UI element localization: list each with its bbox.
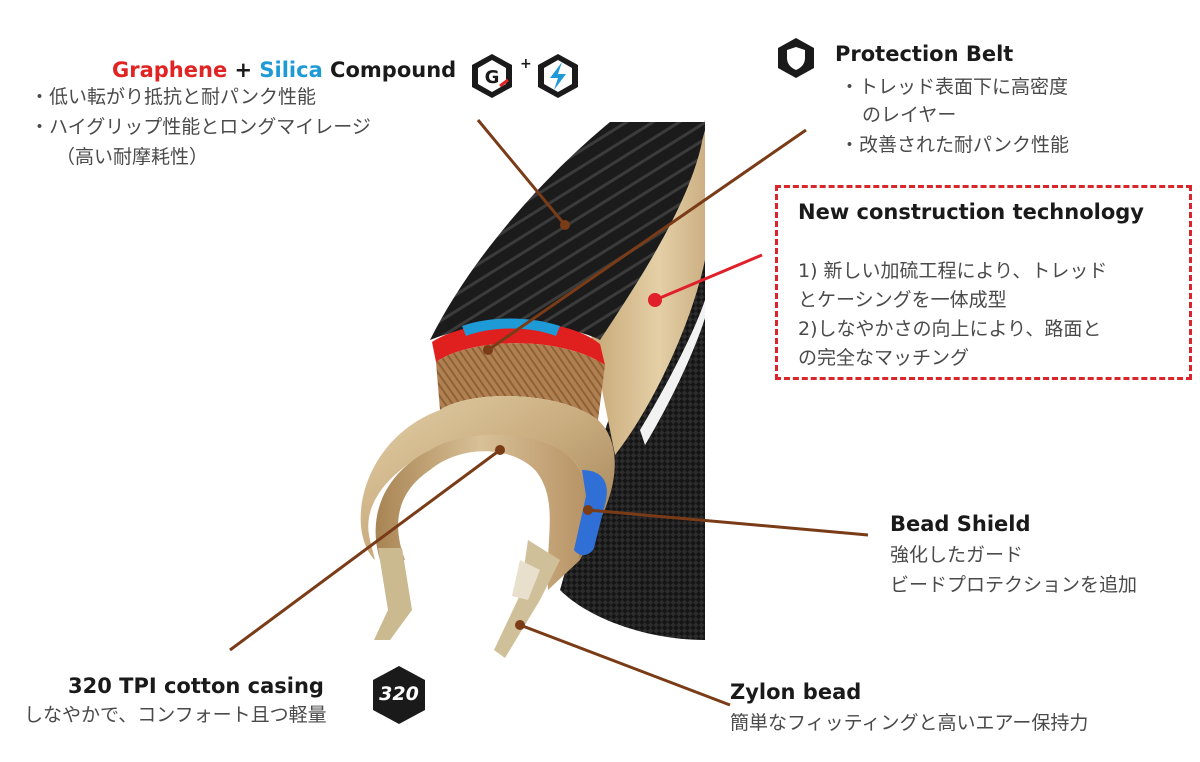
- silica-label: Silica: [259, 58, 323, 82]
- shield-icon: [778, 38, 814, 78]
- casing-title: 320 TPI cotton casing: [68, 674, 324, 698]
- tread: [430, 122, 705, 340]
- dot-new-construction: [648, 293, 662, 307]
- casing-320-badge-icon: [373, 666, 425, 724]
- silica-hexagon-icon: [538, 54, 578, 98]
- compound-line-3: （高い耐摩耗性）: [56, 146, 209, 168]
- bead-shield-line-2: ビードプロテクションを追加: [890, 574, 1138, 596]
- plus-label: +: [227, 58, 260, 82]
- leader-zylon: [519, 623, 731, 707]
- graphene-hexagon-icon: G: [472, 54, 512, 98]
- dot-zylon: [515, 620, 525, 630]
- casing-badge-text: 320: [379, 683, 419, 705]
- protection-belt-line-2: のレイヤー: [862, 104, 957, 126]
- dot-casing: [495, 445, 505, 455]
- leader-new-construction: [654, 253, 763, 302]
- new-construction-title: New construction technology: [798, 200, 1144, 224]
- protection-blue-layer: [462, 318, 560, 336]
- protection-belt-line-3: ・改善された耐パンク性能: [840, 134, 1069, 156]
- white-stripe: [640, 300, 705, 445]
- casing-inner: [375, 434, 585, 590]
- bead-right-highlight: [512, 560, 540, 600]
- bead-shield-line-1: 強化したガード: [890, 544, 1024, 566]
- casing-weave: [436, 343, 605, 420]
- leader-bead-shield: [587, 508, 869, 537]
- casing-outer: [360, 396, 615, 560]
- new-construction-line-4: の完全なマッチング: [798, 347, 970, 369]
- dot-compound: [560, 220, 570, 230]
- dot-bead-shield: [583, 505, 593, 515]
- new-construction-box: [775, 185, 1192, 380]
- leader-protection-belt: [487, 128, 807, 352]
- svg-text:G: G: [485, 67, 500, 88]
- compound-line-2: ・ハイグリップ性能とロングマイレージ: [30, 116, 371, 138]
- zylon-line: 簡単なフィッティングと高いエアー保持力: [730, 712, 1089, 734]
- protection-belt-title: Protection Belt: [835, 42, 1014, 66]
- new-construction-line-3: 2)しなやかさの向上により、路面と: [798, 318, 1102, 340]
- casing-line: しなやかで、コンフォート且つ軽量: [24, 704, 327, 726]
- bead-shield-title: Bead Shield: [890, 512, 1031, 536]
- zylon-title: Zylon bead: [730, 680, 862, 704]
- bead-left: [374, 548, 412, 640]
- graphene-label: Graphene: [112, 58, 228, 82]
- dot-protection-belt: [483, 345, 493, 355]
- icon-plus: +: [520, 56, 532, 72]
- new-construction-line-1: 1) 新しい加硫工程により、トレッド: [798, 260, 1108, 282]
- compound-line-1: ・低い転がり抵抗と耐パンク性能: [30, 86, 316, 108]
- new-construction-line-2: とケーシングを一体成型: [798, 289, 1007, 311]
- leader-casing: [229, 448, 501, 652]
- compound-title: Graphene + Silica Compound: [112, 58, 456, 82]
- leader-compound: [476, 119, 567, 226]
- compound-label: Compound: [322, 58, 457, 82]
- protection-belt-line-1: ・トレッド表面下に高密度: [840, 76, 1069, 98]
